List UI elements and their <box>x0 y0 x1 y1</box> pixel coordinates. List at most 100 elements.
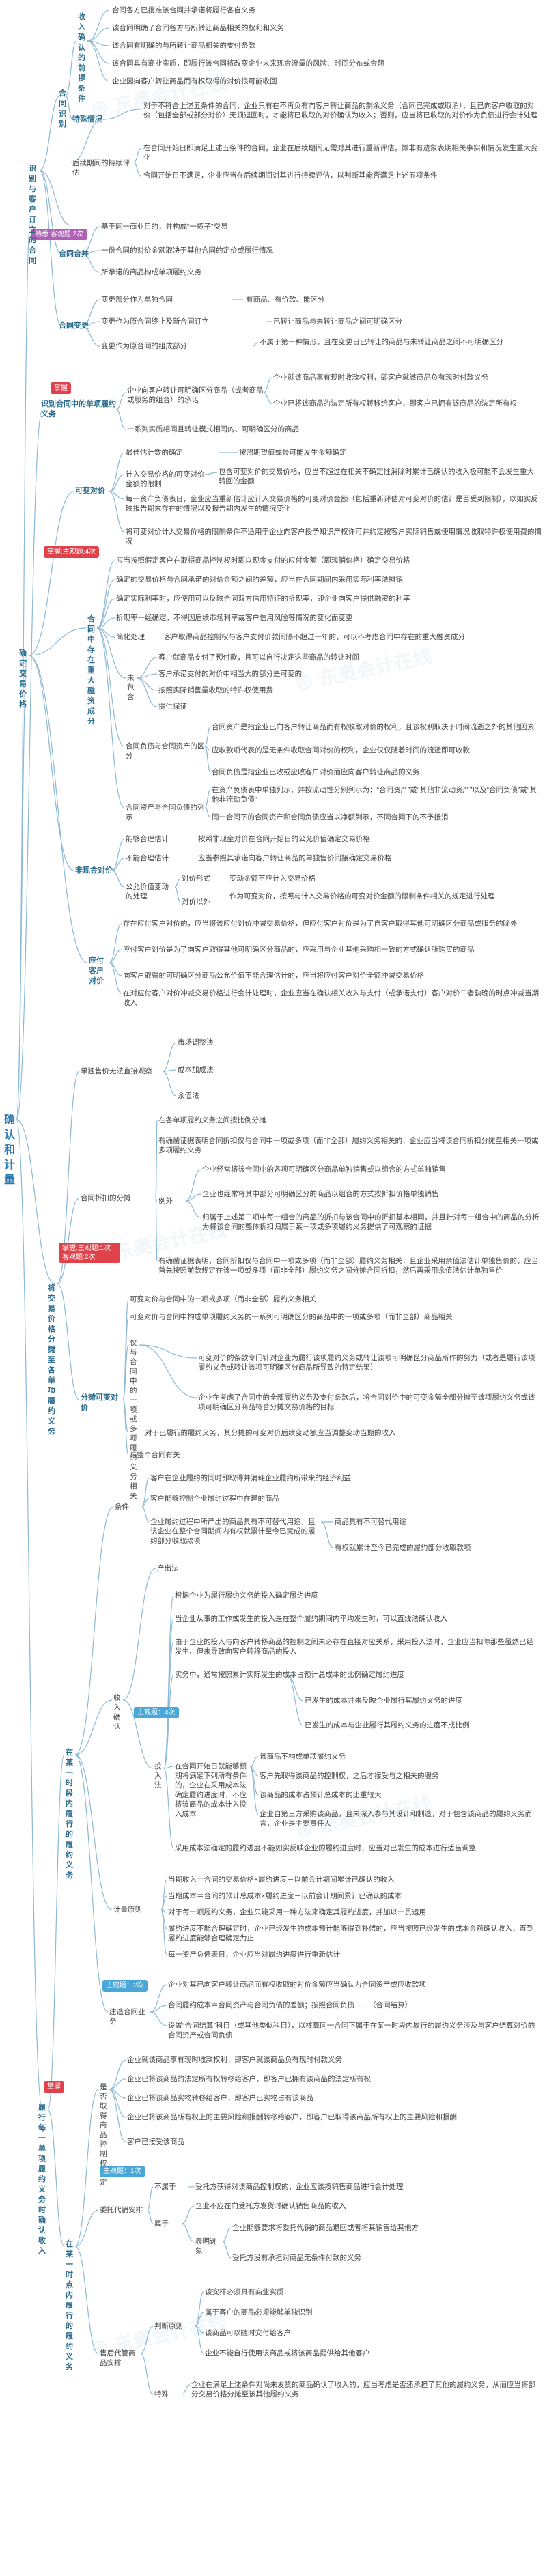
text-f2a: 应当参照其承诺向客户转让商品的单独售价间接确定交易价格 <box>198 854 392 862</box>
c <box>136 677 158 691</box>
text-v1: 变更部分作为单独合同 <box>101 296 173 304</box>
text-f1: 能够合理估计 <box>126 835 169 843</box>
c <box>136 657 158 679</box>
c <box>181 2384 191 2395</box>
c <box>286 1674 304 1726</box>
text-k2: 计入交易价格的可变对价金额的限制 <box>126 470 205 488</box>
text-m1: 一份合同的对价金额取决于其他合同的定价或履行情况 <box>101 246 273 255</box>
text-z6a: 合同资产是指企业已向客户转让商品而有权收取对价的权利，且该权利取决于时间流逝之外… <box>212 723 535 731</box>
tag-b4: 掌握:主观题:1次 客观题:2次 <box>59 1243 120 1263</box>
text-t2m: 企业自第三方采购该商品，且未深入参与其设计和制造，对于包含该商品的履约义务而言，… <box>260 1810 532 1828</box>
c <box>204 807 211 818</box>
c <box>74 2089 99 2247</box>
c <box>57 1283 80 1400</box>
branch-title-b3: 确定交易价格 <box>19 649 27 709</box>
c <box>141 1498 150 1508</box>
text-c5: 企业因向客户转让商品而有权取得的对价很可能收回 <box>112 77 277 85</box>
text-t1h: 条件 <box>115 1503 129 1511</box>
c <box>109 962 122 994</box>
c <box>174 878 181 888</box>
text-d1e-2: 客户已接受该商品 <box>127 2138 184 2146</box>
c <box>109 491 125 500</box>
sub-zhongda: 合同中存在重大融资成分 <box>87 615 95 726</box>
c <box>222 2227 232 2242</box>
c <box>96 627 125 808</box>
sub-shiduan: 在某一时段内履行的履约义务 <box>66 1749 73 1880</box>
text-c1: 合同各方已批准该合同并承诺将履行各自义务 <box>112 6 255 14</box>
c <box>320 1521 334 1548</box>
text-t4a: 企业对其已向客户转让商品而有权收取的对价金额应当确认为合同资产或应收款项 <box>168 1981 426 1989</box>
text-d3h: 售后代管商品安排 <box>100 2349 136 2367</box>
text-d3a: 该安排必须具有商业实质 <box>205 2288 284 2296</box>
sub-hebing: 合同合并 <box>59 250 89 258</box>
text-d3d: 企业不能自行使用该商品或将该商品提供给其他客户 <box>205 2349 370 2358</box>
text-t2a: 根据企业为履行履约义务的投入确定履约进度 <box>175 1591 318 1600</box>
text-f3b: 变动金额不应计入交易价格 <box>229 875 316 883</box>
text-v2b: 已转让商品与未转让商品之间可明确区分 <box>273 317 402 326</box>
text-d2b: 受托方获得对该商品控制权的，企业应该按销售商品进行会计处理 <box>195 2183 404 2191</box>
c <box>181 2205 195 2224</box>
c <box>81 253 100 273</box>
c <box>204 726 211 747</box>
text-t4c: 设置“合同结算”科目（或其他类似科目），以核算同一合同下属于在某一时段内履行的履… <box>168 2022 535 2039</box>
branch-title-b2: 识别合同中的单项履约义务 <box>41 400 116 419</box>
text-d1a-2: 企业就该商品享有现时收款权利，即客户就该商品负有现时付款义务 <box>127 2056 342 2064</box>
c <box>163 1641 174 1769</box>
c <box>163 1618 174 1769</box>
text-z7b: 同一合同下的合同资产和合同负债应当以净额列示，不同合同下的不予抵消 <box>212 813 449 821</box>
text-f3d: 作为可变对价，按照与计入交易价格的可变对价金额的限制条件相关的规定进行处理 <box>229 892 495 901</box>
text-t2o: 产出法 <box>157 1564 179 1572</box>
text-d1: 企业向客户转让可明确区分商品（或者商品或服务的组合）的承诺 <box>127 386 264 404</box>
text-k1: 最佳估计数的确定 <box>126 449 183 457</box>
text-s1: 对于不符合上述五条件的合同，企业只有在不再负有向客户转让商品的剩余义务（合同已完… <box>143 102 538 119</box>
c <box>81 226 100 255</box>
c <box>74 1506 114 1755</box>
text-d3c: 该商品可以随时交付给客户 <box>205 2329 291 2337</box>
c <box>181 2223 195 2242</box>
c <box>162 1042 177 1072</box>
text-a2b: 有确凿证据表明合同折扣仅与合同中一项或多项（而非全部）履约义务相关的，企业应当将… <box>158 1137 539 1155</box>
c <box>96 617 115 629</box>
c <box>81 250 100 255</box>
c <box>96 560 115 629</box>
text-a2d: 企业也经常将其中部分可明确区分的商品以组合的方式按折扣价格单独销售 <box>202 1190 439 1198</box>
c <box>109 2059 126 2090</box>
c <box>185 1169 201 1202</box>
text-d2c: 属于 <box>154 2220 169 2228</box>
c <box>28 655 88 963</box>
branch-title-b4: 将交易价格分摊至各单项履约义务 <box>48 1284 55 1436</box>
c <box>74 2246 99 2354</box>
text-t3b: 当期成本＝合同的预计总成本×履约进度－以前会计期间累计已确认的成本 <box>168 1892 402 1900</box>
text-a1: 单独售价无法直接观察 <box>81 1067 152 1075</box>
c <box>87 40 110 82</box>
text-p5: 与整个合同有关 <box>130 1451 180 1459</box>
text-v3: 变更作为原合同的组成部分 <box>101 342 187 350</box>
c <box>65 95 73 120</box>
c <box>140 2353 154 2395</box>
text-d1b: 企业已将该商品的法定所有权转移给客户，即客户已拥有该商品的法定所有权 <box>273 399 517 408</box>
c <box>115 392 126 410</box>
text-f2: 不能合理估计 <box>126 854 169 862</box>
sub-hetong: 合同识别 <box>59 89 66 128</box>
text-t1c: 企业履约过程中所产出的商品具有不可替代用途，且该企业在整个合同期间内有权就累计至… <box>150 1518 316 1545</box>
c <box>47 1754 65 2110</box>
text-m2: 所承诺的商品构成单项履约义务 <box>101 268 201 277</box>
c <box>96 627 125 747</box>
tag-b2: 掌握 <box>51 382 71 394</box>
text-k1a: 按照期望值或最可能发生金额确定 <box>239 449 347 457</box>
c <box>122 1699 154 1769</box>
text-z5d: 提供保证 <box>158 703 187 711</box>
c <box>47 2109 65 2247</box>
text-t2d: 实务中，通常按照累计实际发生的成本占预计总成本的比例确定履约进度 <box>175 1671 404 1679</box>
text-d2a: 不属于 <box>154 2183 176 2191</box>
c <box>109 962 122 976</box>
text-t2e: 已发生的成本并未反映企业履行其履约义务的进度 <box>305 1697 462 1705</box>
text-t2c: 由于企业的投入与向客户转移商品的控制之间未必存在直接对应关系，采用投入法时，企业… <box>175 1638 533 1656</box>
text-t2n: 采用成本法确定的履约进度不能如实反映企业的履约进度时，应当对已发生的成本进行适当… <box>175 1844 476 1852</box>
c <box>96 598 115 629</box>
tag-b5: 掌握 <box>44 2081 64 2093</box>
text-p3h: 仅与合同中的一项或多项履约义务相关 <box>130 1339 137 1500</box>
text-d2f: 企业能够要求将委托代销的商品退回或者将其销售给其他方 <box>232 2224 419 2232</box>
c <box>109 2089 126 2142</box>
